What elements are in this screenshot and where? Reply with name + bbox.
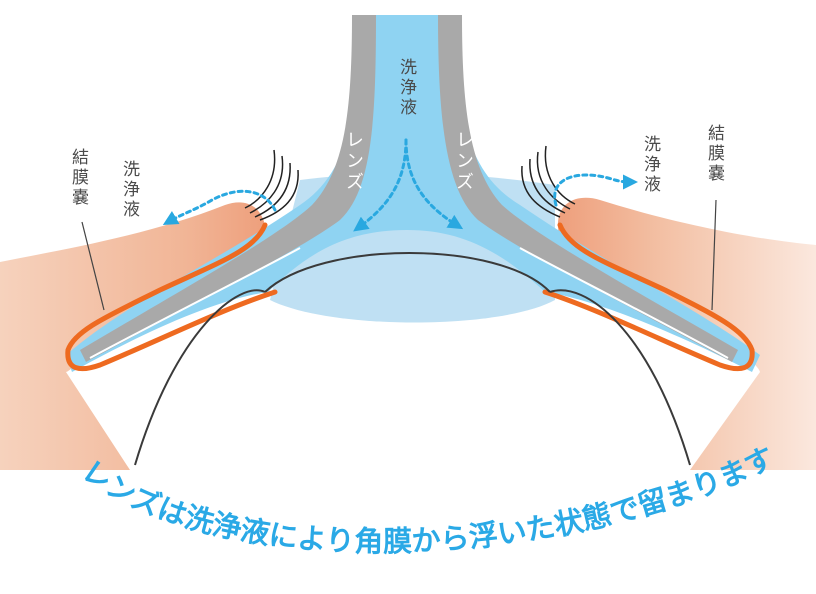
label-cleaning-solution-right: 洗浄液 xyxy=(640,135,660,195)
left-inner-line xyxy=(89,247,301,359)
conjunctiva-right xyxy=(542,222,755,372)
right-eyelid xyxy=(557,197,816,470)
label-conjunctival-sac-left: 結膜嚢 xyxy=(68,148,88,208)
eyelash-left xyxy=(244,149,299,221)
label-conjunctival-sac-right: 結膜嚢 xyxy=(704,124,724,184)
arrow-right-up xyxy=(553,173,638,207)
caption-text: レンズは洗浄液により角膜から浮いた状態で留まります xyxy=(76,440,780,558)
label-lens-left: レンズ xyxy=(343,130,364,193)
label-cleaning-solution-left: 洗浄液 xyxy=(119,160,139,220)
flow-arrows xyxy=(162,138,638,232)
eyelash-right xyxy=(521,145,576,218)
eyeball-outline xyxy=(134,252,691,466)
arrow-center-right xyxy=(404,138,464,230)
label-cleaning-solution-center: 洗浄液 xyxy=(396,58,416,118)
conjunctiva-left xyxy=(65,222,278,372)
label-lens-right: レンズ xyxy=(453,130,474,193)
arrow-left-up xyxy=(162,189,277,226)
right-inner-line xyxy=(519,247,729,359)
